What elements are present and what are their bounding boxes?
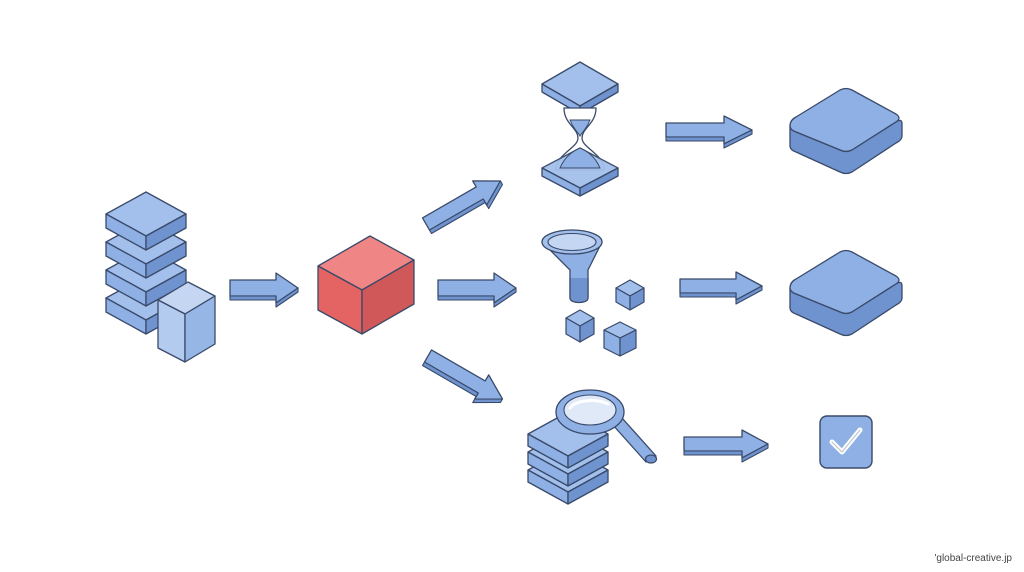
arrow-processor-to-filter: [437, 272, 517, 308]
checkmark-icon: [819, 415, 873, 469]
arrow-wait-to-output: [665, 115, 753, 149]
funnel-with-cubes-icon: [541, 229, 645, 357]
small-cube-icon: [565, 309, 595, 343]
arrow-filter-to-output: [679, 271, 763, 305]
small-cube-icon: [615, 279, 645, 311]
watermark-text: 'global-creative.jp: [934, 553, 1012, 564]
red-cube-icon: [317, 235, 415, 335]
arrow-inspect-to-output: [683, 429, 769, 463]
small-cube-icon: [603, 321, 637, 357]
arrow-processor-to-wait: [421, 180, 504, 235]
front-block-icon: [157, 281, 216, 363]
flat-slab-icon: [789, 249, 903, 337]
flat-slab-icon: [789, 87, 903, 175]
arrow-processor-to-inspect: [421, 349, 504, 404]
database-stack-icon: [105, 191, 216, 363]
arrow-source-to-processor: [229, 272, 299, 308]
hourglass-icon: [541, 61, 619, 197]
magnifier-on-stack-icon: [527, 389, 658, 505]
